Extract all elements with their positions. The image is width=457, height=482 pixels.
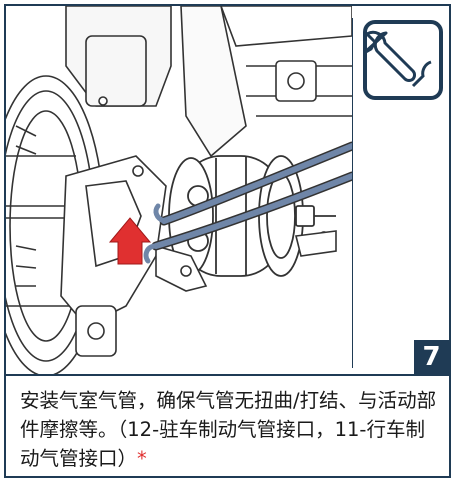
panel-divider-vertical bbox=[352, 18, 353, 368]
brake-chamber-illustration bbox=[6, 6, 449, 374]
wrench-icon bbox=[362, 30, 432, 88]
caption-divider bbox=[6, 374, 449, 376]
required-mark: * bbox=[137, 447, 147, 470]
red-indicator-arrow bbox=[108, 217, 152, 265]
tool-indicator bbox=[362, 20, 443, 100]
brake-assembly-line-drawing bbox=[6, 6, 357, 374]
suspension-frame bbox=[65, 6, 353, 158]
instruction-caption: 安装气室气管，确保气管无扭曲/打结、与活动部件摩擦等。（12-驻车制动气管接口，… bbox=[20, 386, 440, 473]
caption-text: 安装气室气管，确保气管无扭曲/打结、与活动部件摩擦等。（12-驻车制动气管接口，… bbox=[20, 389, 437, 470]
mounting-bracket bbox=[155, 230, 337, 292]
instruction-card: 7 安装气室气管，确保气管无扭曲/打结、与活动部件摩擦等。（12-驻车制动气管接… bbox=[4, 4, 451, 478]
air-hoses bbox=[143, 141, 357, 264]
step-number-badge: 7 bbox=[414, 340, 449, 374]
